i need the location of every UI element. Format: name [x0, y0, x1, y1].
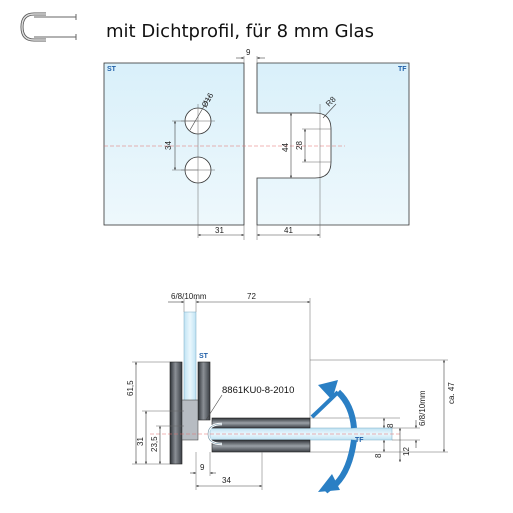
- plate-st: [103, 62, 245, 226]
- plate-st-label: ST: [107, 66, 117, 73]
- section-tf-label: TF: [355, 437, 364, 444]
- section-st-label: ST: [199, 353, 209, 360]
- left-dim-1: 61,5: [126, 380, 135, 396]
- page-title: mit Dichtprofil, für 8 mm Glas: [106, 21, 374, 42]
- slot-outer-label: 44: [281, 143, 290, 152]
- glass-thickness-label: 6/8/10mm: [171, 292, 207, 301]
- slot-height-label: 28: [295, 141, 304, 150]
- bottom-dim-2: 34: [222, 476, 231, 485]
- top-width-label: 72: [247, 292, 256, 301]
- left-dim-2: 31: [136, 437, 145, 446]
- right-dim-3: 6/8/10mm: [418, 390, 427, 426]
- seal-profile-icon: [20, 12, 77, 42]
- clamp-bar-bottom: [211, 439, 311, 453]
- left-dim-3: 23,5: [150, 436, 159, 452]
- curved-arrow-down-icon: [318, 439, 357, 494]
- top-view: ST Ø16 34 TF 9 R8 28: [103, 48, 410, 240]
- clamp-body-inner: [197, 361, 211, 421]
- gap-dim-label: 9: [246, 48, 251, 57]
- section-view: 6/8/10mm 72 ST TF 8861KU0-8-2010 61,5: [126, 292, 456, 494]
- tf-offset-label: 41: [284, 226, 293, 235]
- plate-tf-label: TF: [398, 66, 407, 73]
- right-dim-4: 12: [402, 447, 411, 456]
- right-dim-2: 8: [374, 453, 383, 458]
- part-number-label: 8861KU0-8-2010: [222, 385, 294, 396]
- hole-spacing-label: 34: [164, 141, 173, 150]
- right-dim-1: 8: [386, 423, 395, 428]
- plate-tf: [256, 62, 410, 226]
- bottom-dim-1: 9: [200, 463, 205, 472]
- curved-arrow-up-icon: [310, 380, 357, 429]
- clamp-bar-top: [211, 417, 311, 429]
- right-dim-5: ca. 47: [447, 382, 456, 404]
- st-offset-label: 31: [215, 226, 224, 235]
- clamp-plate-outer: [169, 361, 183, 465]
- clamp-bolt-region: [181, 399, 199, 441]
